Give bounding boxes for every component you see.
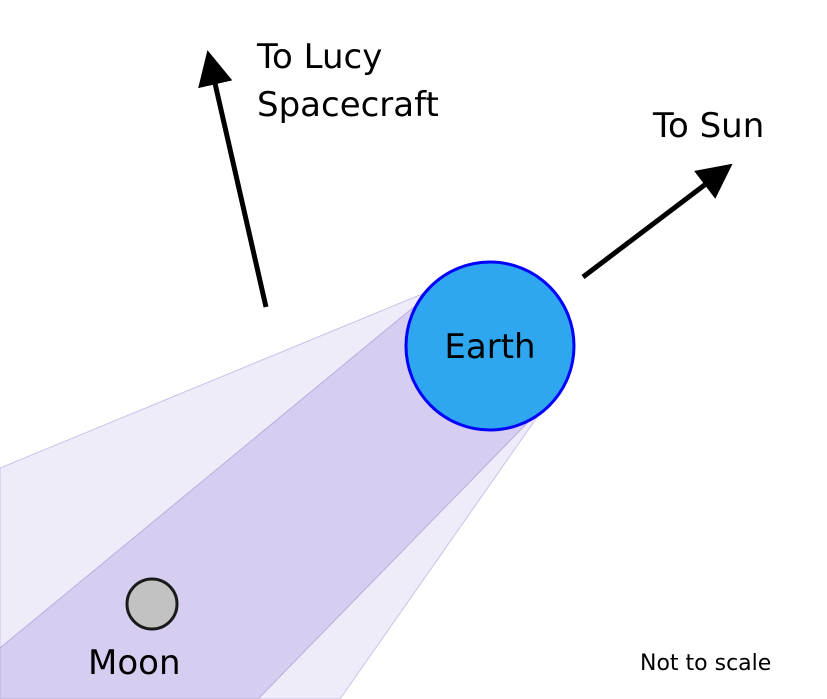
- to-lucy-arrow: [198, 50, 269, 308]
- scale-note: Not to scale: [640, 651, 771, 676]
- to-sun-arrow: [581, 163, 733, 279]
- to-lucy-label-line1: To Lucy: [256, 37, 382, 77]
- to-sun-label: To Sun: [652, 106, 764, 146]
- moon-circle: [125, 577, 179, 631]
- earth-circle: [404, 260, 576, 432]
- to-lucy-label-line2: Spacecraft: [257, 85, 439, 125]
- earth-label: Earth: [444, 327, 535, 367]
- moon-label: Moon: [88, 643, 181, 683]
